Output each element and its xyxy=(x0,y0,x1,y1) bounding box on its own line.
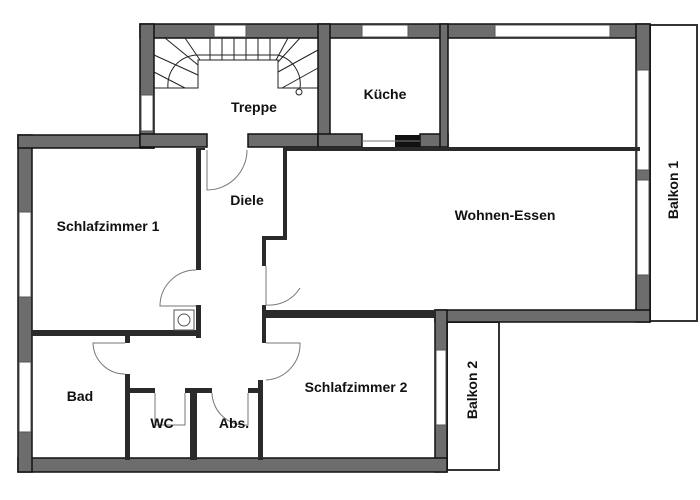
drain-icon xyxy=(177,313,191,327)
room-label-diele: Diele xyxy=(230,192,264,208)
room-label-bad: Bad xyxy=(67,388,93,404)
staircase xyxy=(153,37,319,96)
windows xyxy=(18,24,650,433)
inner-walls xyxy=(32,147,640,460)
room-label-kueche: Küche xyxy=(364,86,407,102)
room-label-schlafzimmer-1: Schlafzimmer 1 xyxy=(57,218,160,234)
room-label-wohnen-essen: Wohnen-Essen xyxy=(455,207,556,223)
room-label-balkon-2: Balkon 2 xyxy=(464,361,480,420)
outer-walls xyxy=(17,23,651,473)
room-label-schlafzimmer-2: Schlafzimmer 2 xyxy=(305,379,408,395)
room-label-treppe: Treppe xyxy=(231,99,277,115)
room-label-abs: Abs. xyxy=(219,415,249,431)
room-label-wc: WC xyxy=(150,415,173,431)
room-label-balkon-1: Balkon 1 xyxy=(665,161,681,220)
doors xyxy=(92,135,420,426)
